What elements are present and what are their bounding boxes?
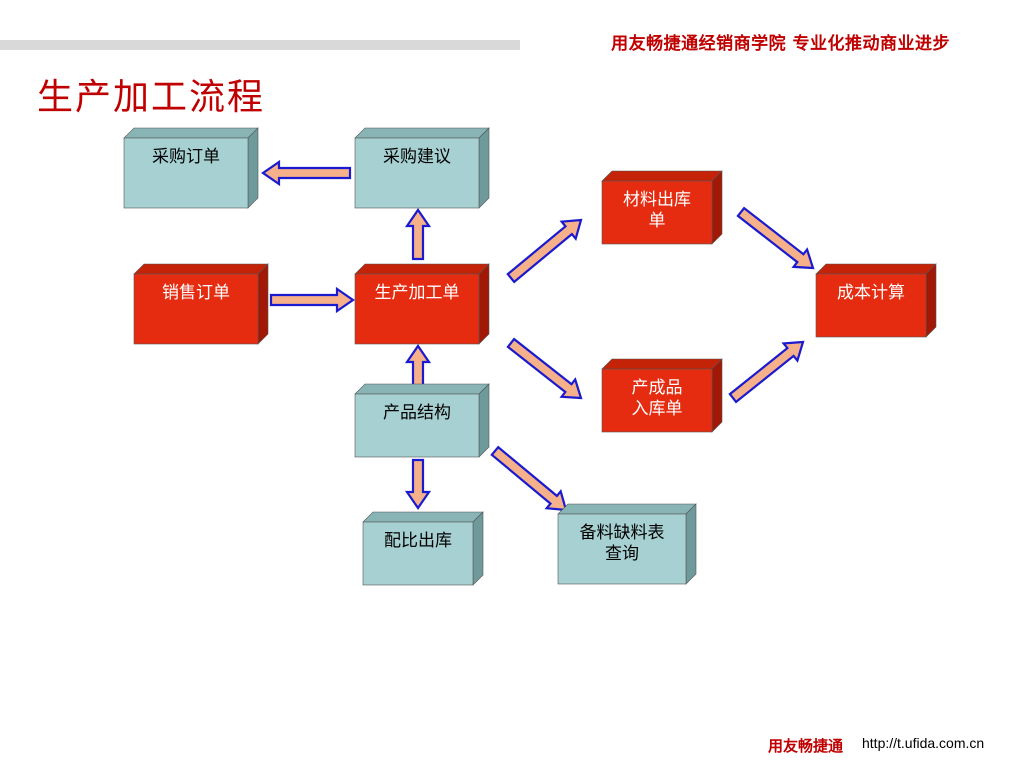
node-side-face (257, 263, 269, 345)
node-front-face (133, 273, 259, 345)
node-side-face (478, 263, 490, 345)
node-label: 采购建议 (383, 147, 451, 167)
node-kit-out: 配比出库 (362, 511, 484, 586)
node-top-face (354, 127, 490, 139)
node-top-face (601, 358, 723, 370)
footer-brand-logo: 用友畅捷通 (768, 737, 844, 755)
arrow-bom-to-kit-out (404, 458, 432, 510)
arrow-material-out-to-cost-calc (736, 206, 815, 270)
footer-url-link[interactable]: http://t.ufida.com.cn (862, 735, 985, 751)
page-title: 生产加工流程 (37, 77, 266, 118)
node-production-order: 生产加工单 (354, 263, 490, 345)
node-side-face (478, 127, 490, 209)
node-front-face (815, 273, 927, 338)
node-sales-order: 销售订单 (133, 263, 269, 345)
nodes-layer: 采购订单采购建议材料出库单销售订单生产加工单成本计算产成品入库单产品结构配比出库… (123, 127, 937, 586)
node-label: 成本计算 (837, 283, 905, 303)
node-front-face (362, 521, 474, 586)
node-top-face (362, 511, 484, 523)
node-side-face (711, 358, 723, 433)
node-side-face (925, 263, 937, 338)
node-label: 生产加工单 (375, 283, 460, 303)
node-label: 销售订单 (162, 283, 230, 303)
arrow-production-order-to-product-in (506, 337, 583, 400)
edges-layer (261, 159, 815, 512)
node-label: 产品结构 (383, 403, 451, 423)
node-top-face (815, 263, 937, 275)
node-front-face (354, 137, 480, 209)
node-top-face (354, 263, 490, 275)
arrow-production-order-to-material-out (506, 218, 583, 284)
arrow-production-order-to-purchase-suggestion (404, 208, 432, 261)
node-front-face (557, 513, 687, 585)
node-side-face (247, 127, 259, 209)
arrow-bom-to-shortage-query (490, 445, 568, 512)
arrow-sales-order-to-production-order (269, 286, 355, 314)
node-label: 产成品 (632, 378, 683, 398)
header-slogan: 用友畅捷通经销商学院 专业化推动商业进步 (611, 34, 950, 54)
arrow-bom-to-production-order (404, 344, 432, 392)
node-top-face (123, 127, 259, 139)
node-label: 单 (649, 211, 666, 231)
node-side-face (685, 503, 697, 585)
arrow-purchase-suggestion-to-purchase-order (261, 159, 352, 187)
node-side-face (472, 511, 484, 586)
node-side-face (711, 170, 723, 245)
node-top-face (557, 503, 697, 515)
node-purchase-order: 采购订单 (123, 127, 259, 209)
node-label: 配比出库 (384, 531, 452, 551)
node-top-face (354, 383, 490, 395)
node-front-face (601, 368, 713, 433)
node-front-face (354, 273, 480, 345)
node-label: 入库单 (632, 399, 683, 419)
arrow-product-in-to-cost-calc (728, 340, 805, 404)
node-cost-calc: 成本计算 (815, 263, 937, 338)
node-front-face (123, 137, 249, 209)
node-purchase-suggestion: 采购建议 (354, 127, 490, 209)
node-top-face (601, 170, 723, 182)
node-front-face (601, 180, 713, 245)
node-label: 查询 (605, 544, 639, 564)
node-side-face (478, 383, 490, 458)
node-front-face (354, 393, 480, 458)
node-label: 备料缺料表 (580, 523, 665, 543)
node-bom: 产品结构 (354, 383, 490, 458)
node-label: 材料出库 (623, 190, 691, 210)
node-top-face (133, 263, 269, 275)
node-label: 采购订单 (152, 147, 220, 167)
header-divider-bar (0, 40, 520, 50)
